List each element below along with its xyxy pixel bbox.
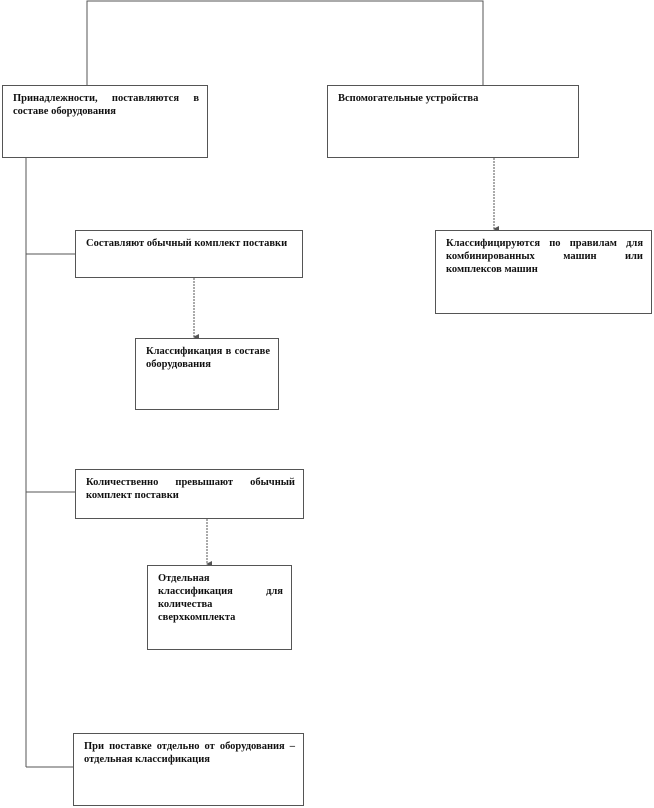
box-exceed-set: Количественно превышают обычный комплект… (75, 469, 304, 519)
box-combined-machine-rules: Классифицируются по правилам для комбини… (435, 230, 652, 314)
box-separate-for-excess: Отдельная классификация для количества с… (147, 565, 292, 650)
box-accessories: Принадлежности, поставляются в составе о… (2, 85, 208, 158)
box-standard-set: Составляют обычный комплект поставки (75, 230, 303, 278)
box-auxiliary-devices: Вспомогательные устройства (327, 85, 579, 158)
top-bracket-line (86, 0, 484, 85)
box-supplied-separately: При поставке отдельно от оборудования – … (73, 733, 304, 806)
box-classified-with-equipment: Классификация в составе оборудования (135, 338, 279, 410)
